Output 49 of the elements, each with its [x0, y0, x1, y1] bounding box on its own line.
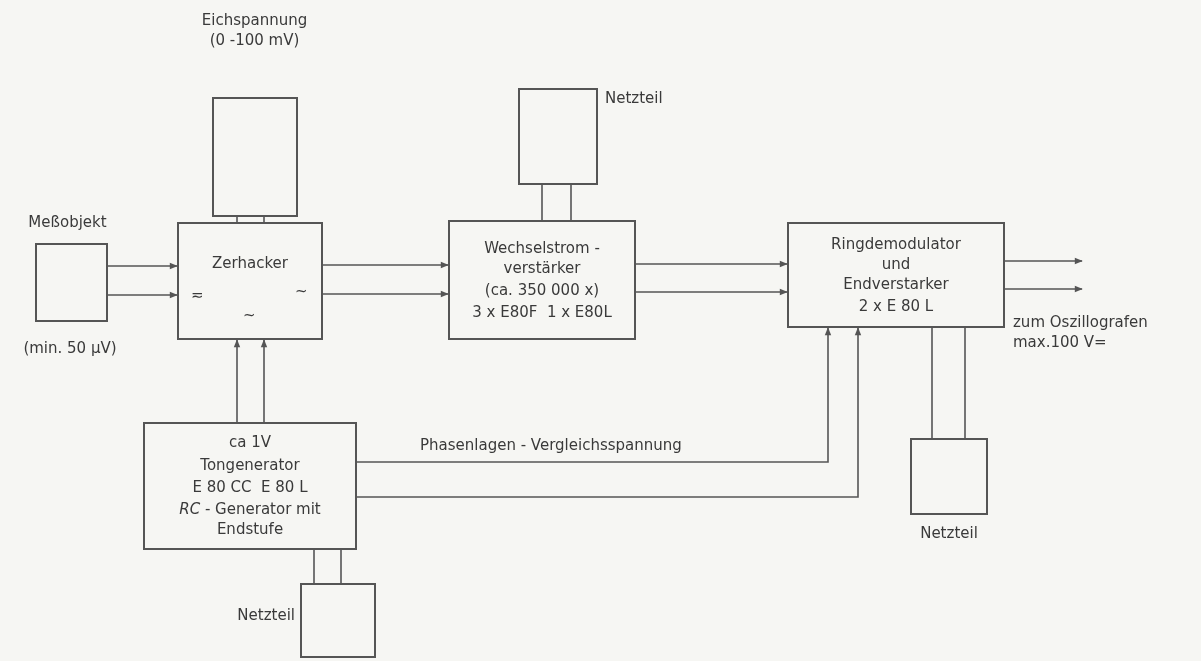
- arrow: [107, 262, 178, 270]
- power-supply-box: [910, 438, 988, 515]
- block-text: Ringdemodulator und Endverstarker: [830, 233, 962, 295]
- power-supply-box: [518, 88, 598, 185]
- block-text: Wechselstrom - verstärker: [483, 237, 601, 278]
- amplifier-box: [448, 220, 636, 340]
- demodulator-box: [787, 222, 1005, 328]
- block-caption: (min. 50 µV): [22, 338, 118, 359]
- block-text: Tongenerator: [200, 454, 300, 475]
- arrow: [233, 339, 241, 423]
- connector-line: [541, 184, 543, 221]
- block-text: 2 x E 80 L: [858, 296, 934, 317]
- arrow: [1004, 257, 1083, 265]
- arrow: [356, 327, 862, 498]
- connector-line: [236, 216, 238, 223]
- block-text: 3 x E80F 1 x E80L: [472, 302, 612, 323]
- arrow: [107, 291, 178, 299]
- block-text: E 80 CC E 80 L: [192, 476, 308, 498]
- connector-line: [313, 549, 315, 584]
- connector-line: [570, 184, 572, 221]
- block-caption: Eichspannung (0 -100 mV): [200, 10, 309, 51]
- signal-symbol: ~: [295, 282, 308, 300]
- arrow: [260, 339, 268, 423]
- connector-line: [263, 216, 265, 223]
- connector-line: [964, 327, 966, 439]
- arrow: [1004, 285, 1083, 293]
- arrow: [635, 288, 788, 296]
- chopper-box: [177, 222, 323, 340]
- output-note: zum Oszillografen max.100 V=: [1013, 312, 1149, 353]
- arrow: [356, 327, 832, 463]
- power-supply-box: [300, 583, 376, 658]
- connector-line: [931, 327, 933, 439]
- block-caption: Netzteil: [236, 605, 295, 626]
- block-text: ca 1V: [229, 432, 271, 453]
- connector-line: [340, 549, 342, 584]
- voltage-source-box: [212, 97, 298, 217]
- block-text: Zerhacker: [212, 253, 288, 274]
- arrow: [322, 290, 449, 298]
- generator-box: [143, 422, 357, 550]
- block-caption: Netzteil: [605, 88, 664, 109]
- block-caption: Netzteil: [919, 523, 979, 544]
- arrow: [322, 261, 449, 269]
- signal-symbol: ~: [243, 306, 256, 324]
- signal-symbol: ≂: [191, 286, 204, 304]
- block-text: (ca. 350 000 x): [484, 280, 600, 301]
- arrow: [635, 260, 788, 268]
- block-text: RC - Generator mit Endstufe: [178, 499, 322, 540]
- test-object-box: [35, 243, 108, 322]
- block-caption: Meßobjekt: [27, 212, 108, 233]
